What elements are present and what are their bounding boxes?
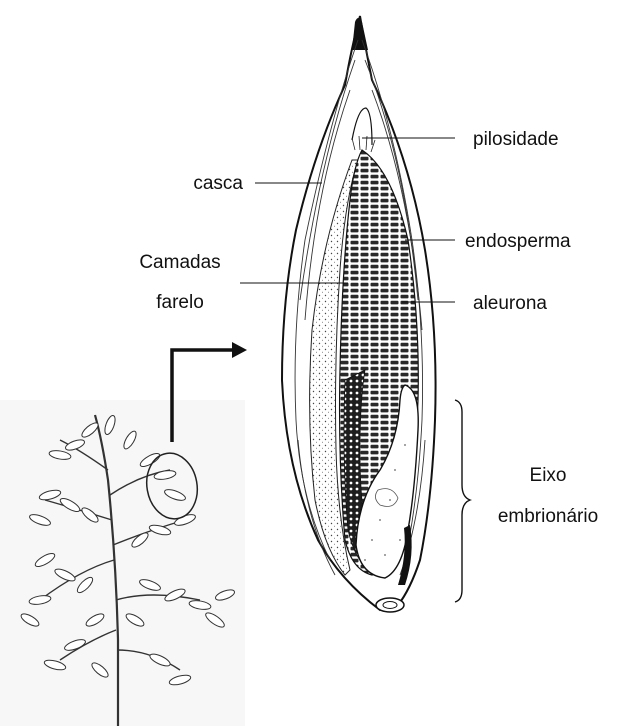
- label-pilosidade: pilosidade: [473, 129, 559, 150]
- label-eixo-line2: embrionário: [498, 506, 598, 527]
- label-camadas-farelo-line2: farelo: [156, 292, 204, 313]
- eixo-embrionario-bracket: [455, 400, 470, 602]
- label-eixo-line1: Eixo: [530, 465, 567, 486]
- label-endosperma: endosperma: [465, 231, 571, 252]
- plant-panicle-illustration: [0, 400, 245, 726]
- grain-cross-section: [282, 16, 436, 612]
- label-casca: casca: [193, 173, 243, 194]
- label-camadas-farelo-line1: Camadas: [139, 252, 220, 273]
- label-aleurona: aleurona: [473, 293, 547, 314]
